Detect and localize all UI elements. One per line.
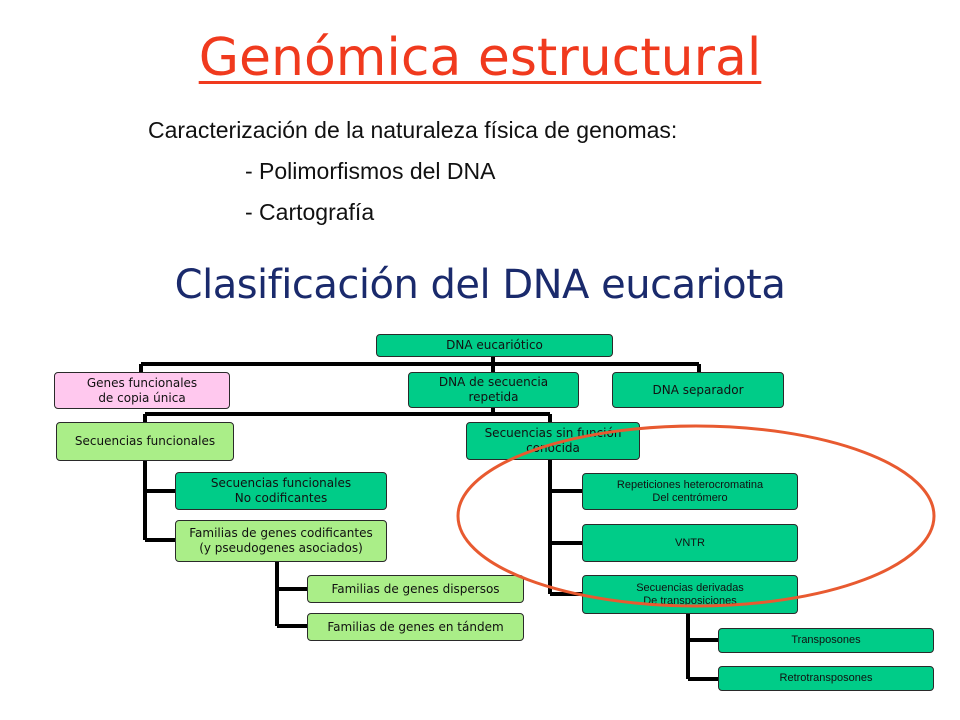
intro-line: Caracterización de la naturaleza física … [148,117,678,143]
connector-repeated [143,408,552,422]
node-dna-separador: DNA separador [612,372,784,408]
node-dna-eucariotico: DNA eucariótico [376,334,613,357]
node-transposiciones: Secuencias derivadas De transposiciones [582,575,798,614]
page-title: Genómica estructural [198,28,762,88]
connector-transposition [686,614,718,681]
connector-functional [143,461,175,542]
node-genes-tandem: Familias de genes en tándem [307,613,524,641]
connector-unknown [548,460,582,596]
bullet-polymorphisms: - Polimorfismos del DNA [245,158,496,184]
node-funcionales-no-codificantes: Secuencias funcionales No codificantes [175,472,387,510]
node-secuencias-funcionales: Secuencias funcionales [56,422,234,461]
node-vntr: VNTR [582,524,798,562]
node-retrotransposones: Retrotransposones [718,666,934,691]
node-familias-codificantes: Familias de genes codificantes (y pseudo… [175,520,387,562]
connector-gene-families [275,562,307,628]
node-heterocromatina: Repeticiones heterocromatina Del centróm… [582,473,798,510]
node-genes-dispersos: Familias de genes dispersos [307,575,524,603]
diagram-title: Clasificación del DNA eucariota [174,262,786,308]
node-genes-copia-unica: Genes funcionales de copia única [54,372,230,409]
node-transposones: Transposones [718,628,934,653]
node-dna-repetido: DNA de secuencia repetida [408,372,579,408]
node-sin-funcion-conocida: Secuencias sin función conocida [466,422,640,460]
bullet-cartography: - Cartografía [245,199,375,225]
connector-root [139,357,701,372]
